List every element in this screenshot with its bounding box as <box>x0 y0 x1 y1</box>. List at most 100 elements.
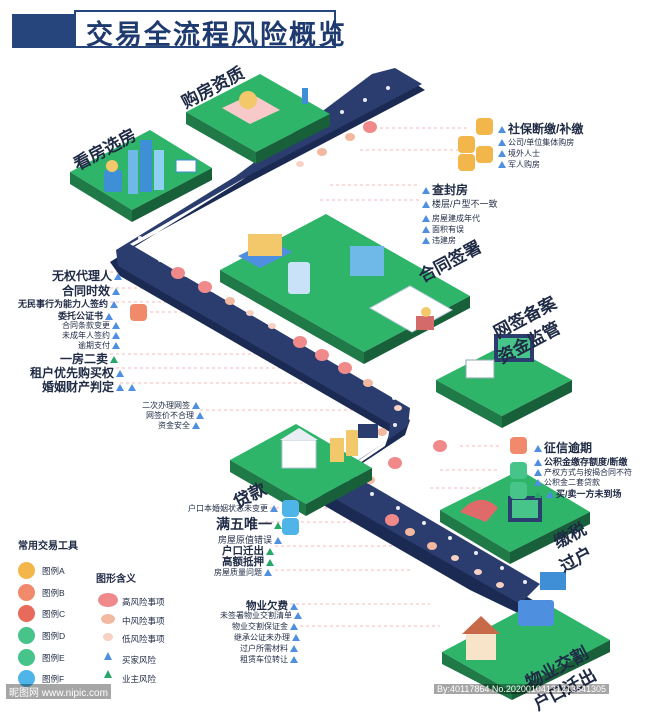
legend-tool-d-icon <box>18 627 35 644</box>
buyer-risk-icon <box>116 370 125 378</box>
buyer-risk-icon <box>105 313 114 321</box>
buyer-risk-icon <box>128 384 137 392</box>
label-manwu: 满五唯一 <box>216 516 272 532</box>
label-small-item: 逾期支付 <box>78 341 110 350</box>
buyer-risk-icon <box>112 288 121 296</box>
buyer-risk-icon <box>498 126 506 134</box>
platform-wuye <box>442 572 610 700</box>
label-wuye-item: 物业交割保证金 <box>232 622 288 631</box>
title-accent-bar <box>12 14 74 48</box>
owner-risk-icon <box>266 547 274 555</box>
tool-badge <box>130 304 147 321</box>
label-gongjijin: 公积金缴存额度/断缴 <box>544 457 628 467</box>
buyer-risk-icon <box>290 645 298 653</box>
label-shebao: 社保断缴/补缴 <box>508 122 584 136</box>
legend-tool-b-icon <box>18 584 35 601</box>
buyer-risk-icon <box>498 139 506 147</box>
label-wuye-item: 继承公证未办理 <box>234 633 290 642</box>
buyer-risk-icon <box>112 332 120 340</box>
label-wuye-item: 租赁车位转让 <box>240 655 288 664</box>
label-zuhu: 租户优先购买权 <box>30 366 115 380</box>
owner-risk-icon <box>266 558 274 566</box>
buyer-risk-icon <box>290 623 298 631</box>
legend-tool-a-icon <box>18 562 35 579</box>
star-badge <box>476 118 493 135</box>
legend-owner-risk: 业主风险 <box>122 674 157 684</box>
star-badge <box>458 154 475 171</box>
legend-buyer-risk: 买家风险 <box>122 655 157 665</box>
buyer-risk-icon <box>534 459 542 467</box>
buyer-risk-icon <box>534 445 542 453</box>
buyer-risk-icon <box>292 634 300 642</box>
buyer-risk-icon <box>422 226 430 234</box>
legend-tool-e: 图例E <box>42 653 65 663</box>
label-lower-item: 高额抵押 <box>222 556 264 568</box>
label-wuye-item: 未签署物业交割清单 <box>220 611 292 620</box>
buyer-risk-icon <box>422 201 430 209</box>
platform-jiaoshui <box>440 470 590 564</box>
legend-tools-title: 常用交易工具 <box>18 541 78 552</box>
platform-kanfang <box>70 130 212 222</box>
buyer-risk-icon <box>264 569 272 577</box>
label-chafeng: 查封房 <box>432 183 469 197</box>
label-shebao-item: 军人购房 <box>508 160 540 169</box>
buyer-risk-icon <box>534 469 542 477</box>
label-lower-item: 房屋原值错误 <box>218 535 273 545</box>
watermark-right: By:40117864 No.20200104131213641305 <box>434 684 609 694</box>
label-chanquan-item: 产权方式与按揭合同不符 <box>544 468 632 477</box>
label-wuminshi: 无民事行为能力人签约 <box>18 299 109 309</box>
mid-risk-icon <box>101 614 115 624</box>
label-shebao-item: 公司/单位集体购房 <box>508 138 575 147</box>
platform-hetong <box>220 214 470 364</box>
tool-badge <box>510 462 527 479</box>
legend-tool-e-icon <box>18 649 35 666</box>
platform-wangqian <box>436 334 572 428</box>
label-lower-item: 房屋质量问题 <box>214 568 262 577</box>
buyer-risk-icon <box>546 491 554 499</box>
buyer-risk-icon <box>270 505 278 513</box>
label-mid-item: 资金安全 <box>158 421 190 430</box>
tool-badge <box>510 482 527 499</box>
label-wuye-qian: 物业欠费 <box>246 600 288 612</box>
owner-risk-icon <box>110 356 119 364</box>
legend-tool-d: 图例D <box>42 631 66 641</box>
buyer-risk-icon <box>114 273 123 281</box>
buyer-risk-icon <box>498 150 506 158</box>
buyer-risk-icon <box>104 652 112 660</box>
label-wuye-item: 过户所需材料 <box>240 644 288 653</box>
label-weituo: 委托公证书 <box>58 311 104 321</box>
legend-tool-a: 图例A <box>42 566 65 576</box>
high-risk-icon <box>98 593 118 607</box>
process-diagram <box>70 68 610 700</box>
buyer-risk-icon <box>422 237 430 245</box>
star-badge <box>476 146 493 163</box>
legend-shape-icons <box>98 593 118 678</box>
owner-risk-icon <box>104 670 112 678</box>
label-fangwu-item: 房屋建成年代 <box>432 214 480 223</box>
tool-badge <box>510 437 527 454</box>
tool-badge <box>282 500 299 517</box>
label-hukou-zhuangtai: 户口本婚姻状态未变更 <box>188 504 268 513</box>
buyer-risk-icon <box>294 612 302 620</box>
label-hunyin: 婚姻财产判定 <box>42 380 115 394</box>
buyer-risk-icon <box>112 342 120 350</box>
buyer-risk-icon <box>498 161 506 169</box>
buyer-risk-icon <box>290 602 298 610</box>
label-chanquan-item: 公积金二套贷款 <box>544 478 600 487</box>
buyer-risk-icon <box>116 384 125 392</box>
buyer-risk-icon <box>192 422 200 430</box>
legend-tool-f-icon <box>18 670 35 687</box>
buyer-risk-icon <box>192 402 200 410</box>
label-shebao-item: 境外人士 <box>508 149 540 158</box>
road-risk-markers <box>171 121 504 588</box>
platform-goufang <box>186 74 330 164</box>
label-huxing: 楼层/户型不一致 <box>432 199 498 209</box>
label-yifang: 一房二卖 <box>60 352 109 366</box>
buyer-risk-icon <box>110 301 119 309</box>
legend-tool-c-icon <box>18 605 35 622</box>
legend-tool-b: 图例B <box>42 588 65 598</box>
legend-low-risk: 低风险事项 <box>122 634 165 644</box>
buyer-risk-icon <box>112 322 120 330</box>
legend-tool-c: 图例C <box>42 609 66 619</box>
page-title: 交易全流程风险概览 <box>86 20 347 50</box>
